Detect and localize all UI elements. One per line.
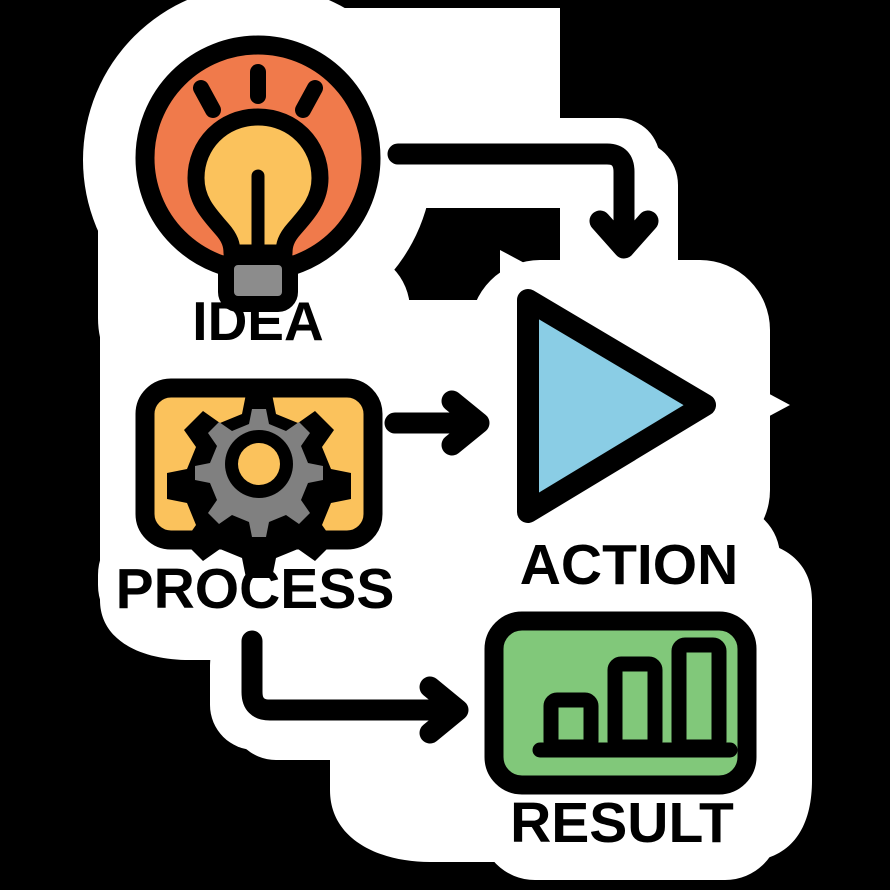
node-process[interactable]: PROCESS: [116, 378, 395, 621]
node-label-idea: IDEA: [192, 290, 323, 352]
arrow-process-to-result: [241, 630, 469, 744]
node-result[interactable]: RESULT: [484, 611, 757, 855]
bar-chart-icon: [532, 637, 738, 758]
bulb-base: [218, 249, 298, 312]
node-action[interactable]: ACTION: [517, 289, 738, 597]
arrow-idea-to-action: [387, 143, 659, 259]
node-label-action: ACTION: [520, 533, 738, 597]
play-triangle-icon: [517, 289, 716, 523]
node-label-result: RESULT: [510, 791, 734, 855]
node-label-process: PROCESS: [116, 557, 395, 621]
node-idea[interactable]: IDEA: [135, 35, 381, 352]
lightbulb-icon: [187, 64, 329, 312]
gear-center-hole: [238, 443, 280, 485]
arrow-process-to-action: [384, 390, 490, 456]
gear-icon: [167, 394, 351, 578]
